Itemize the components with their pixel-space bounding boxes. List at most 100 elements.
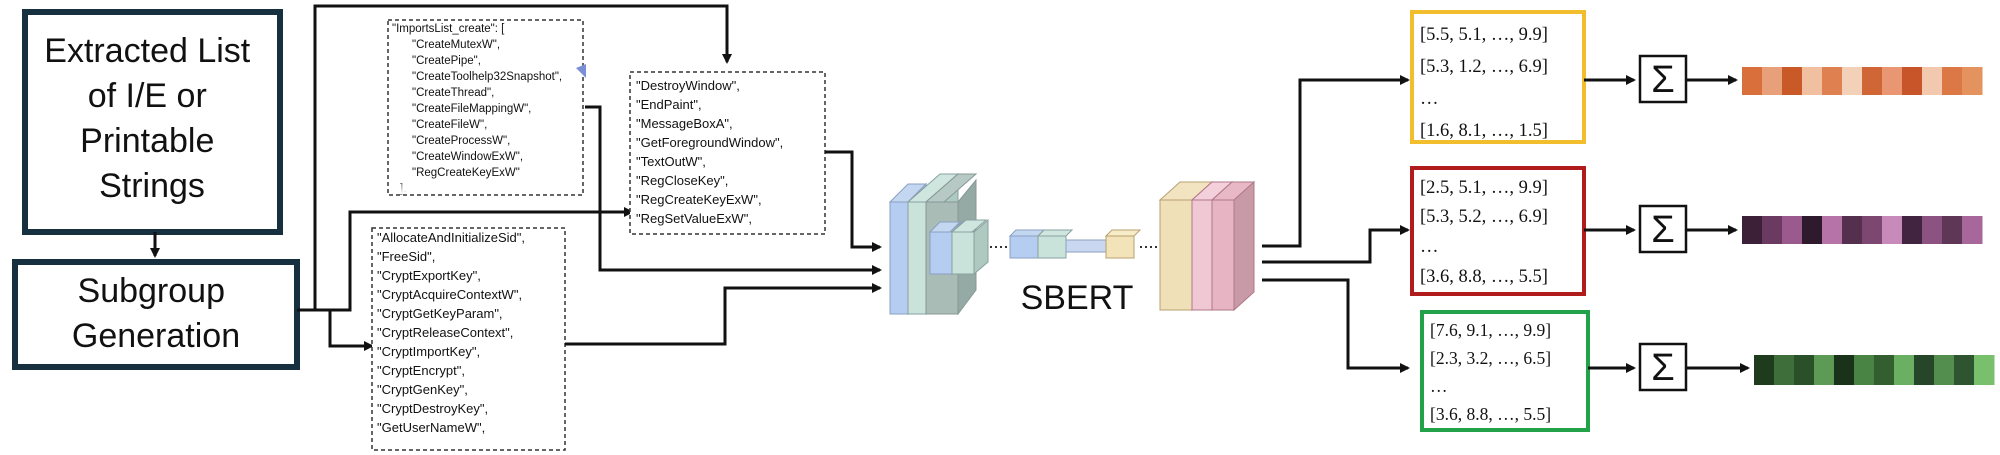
vector-cell [1902, 216, 1923, 244]
vector-cell [1942, 216, 1963, 244]
embedding-yellow-line-2: [5.3, 1.2, …, 6.9] [1420, 57, 1548, 77]
embedding-red-line-4: [3.6, 8.8, …, 5.5] [1420, 267, 1548, 287]
bottom-list-line-9: "CryptGenKey", [377, 382, 468, 397]
vector-cell [1842, 67, 1863, 95]
vector-cell [1854, 355, 1875, 385]
top-list-line-3: "CreatePipe", [412, 55, 481, 67]
embedding-box-red: [2.5, 5.1, …, 9.9] [5.3, 5.2, …, 6.9] … … [1410, 166, 1586, 296]
sum-box-yellow: Σ [1638, 54, 1688, 104]
bottom-list-connector [565, 283, 882, 346]
vector-cell [1882, 216, 1903, 244]
top-list-line-6: "CreateFileMappingW", [412, 103, 531, 115]
svg-text:Subgroup Generation: Subgroup Generation [72, 272, 240, 355]
bottom-list-line-1: "AllocateAndInitializeSid", [377, 230, 525, 245]
subgroup-line-2: Generation [72, 317, 240, 355]
svg-text:[5.5, 5.1, …, 9.9] [5.3,: [5.5, 5.1, …, 9.9] [5.3, 1.2, …, 6.9] … … [1420, 25, 1553, 141]
scroll-indicator-icon [576, 64, 586, 78]
embedding-yellow-line-4: [1.6, 8.1, …, 1.5] [1420, 121, 1548, 141]
output-vector-purple [1742, 216, 1983, 244]
mid-list-line-6: "RegCloseKey", [636, 173, 728, 188]
svg-text:[2.5, 5.1, …, 9.9] [5.3,: [2.5, 5.1, …, 9.9] [5.3, 5.2, …, 6.9] … … [1420, 178, 1553, 287]
top-list-line-9: "CreateWindowExW", [412, 151, 523, 163]
bottom-list-line-8: "CryptEncrypt", [377, 363, 465, 378]
embedding-green-line-1: [7.6, 9.1, …, 9.9] [1430, 320, 1551, 340]
sigma-icon: Σ [1651, 59, 1675, 101]
embedding-yellow-line-1: [5.5, 5.1, …, 9.9] [1420, 25, 1548, 45]
embedding-green-line-4: [3.6, 8.8, …, 5.5] [1430, 404, 1551, 424]
svg-text:"AllocateAndInitializeSid",: "AllocateAndInitializeSid", "FreeSid", "… [377, 230, 529, 435]
embedding-box-yellow: [5.5, 5.1, …, 9.9] [5.3, 1.2, …, 6.9] … … [1410, 10, 1586, 144]
subgroup-connectors [297, 4, 732, 351]
embedding-red-line-2: [5.3, 5.2, …, 6.9] [1420, 207, 1548, 227]
extracted-list-box: Extracted List of I/E or Printable Strin… [22, 9, 283, 235]
vector-cell [1742, 216, 1763, 244]
imports-list-mid: "DestroyWindow", "EndPaint", "MessageBox… [629, 71, 826, 235]
top-list-line-2: "CreateMutexW", [412, 39, 500, 51]
vector-cell [1902, 67, 1923, 95]
embedding-to-sum-arrows [1584, 75, 1636, 373]
embedding-green-line-3: … [1430, 376, 1448, 396]
output-vector-green [1754, 355, 1995, 385]
vector-cell [1834, 355, 1855, 385]
vector-cell [1914, 355, 1935, 385]
sbert-encoder [888, 172, 1256, 316]
embedding-red-line-1: [2.5, 5.1, …, 9.9] [1420, 178, 1548, 198]
vector-cell [1794, 355, 1815, 385]
top-list-line-5: "CreateThread", [412, 87, 494, 99]
sigma-icon: Σ [1651, 209, 1675, 251]
top-list-connector [585, 105, 882, 275]
imports-list-top: "ImportsList_create": [ "CreateMutexW", … [387, 19, 586, 196]
vector-cell [1894, 355, 1915, 385]
sum-to-vector-arrows [1686, 75, 1750, 373]
subgroup-line-1: Subgroup [78, 272, 225, 310]
svg-text:"ImportsList_create": [: "ImportsList_create": [ "CreateMutexW", … [392, 23, 565, 195]
mid-list-line-5: "TextOutW", [636, 154, 706, 169]
vector-cell [1942, 67, 1963, 95]
extracted-line-1: Extracted List [44, 32, 251, 70]
sbert-label: SBERT [1021, 279, 1134, 317]
vector-cell [1954, 355, 1975, 385]
bottom-list-line-11: "GetUserNameW", [377, 420, 485, 435]
bottom-list-line-6: "CryptReleaseContext", [377, 325, 513, 340]
imports-list-bottom: "AllocateAndInitializeSid", "FreeSid", "… [371, 227, 566, 451]
top-list-line-1: "ImportsList_create": [ [392, 23, 505, 35]
sigma-icon: Σ [1651, 347, 1675, 389]
bottom-list-line-3: "CryptExportKey", [377, 268, 481, 283]
embedding-box-green: [7.6, 9.1, …, 9.9] [2.3, 3.2, …, 6.5] … … [1420, 310, 1590, 432]
mid-list-connector [825, 150, 882, 252]
vector-cell [1822, 67, 1843, 95]
vector-cell [1862, 216, 1883, 244]
bottom-list-line-5: "CryptGetKeyParam", [377, 306, 503, 321]
vector-cell [1962, 67, 1983, 95]
vector-cell [1782, 67, 1803, 95]
mid-list-line-8: "RegSetValueExW", [636, 211, 752, 226]
vector-cell [1762, 216, 1783, 244]
subgroup-generation-box: Subgroup Generation [12, 259, 300, 370]
vector-cell [1882, 67, 1903, 95]
bottom-list-line-2: "FreeSid", [377, 249, 435, 264]
vector-cell [1822, 216, 1843, 244]
output-vector-orange [1742, 67, 1983, 95]
top-list-line-10: "RegCreateKeyExW" [412, 167, 520, 179]
sum-box-red: Σ [1638, 204, 1688, 254]
bottom-list-line-10: "CryptDestroyKey", [377, 401, 488, 416]
vector-cell [1754, 355, 1775, 385]
vector-cell [1842, 216, 1863, 244]
vector-cell [1934, 355, 1955, 385]
sum-box-green: Σ [1638, 342, 1688, 392]
vector-cell [1962, 216, 1983, 244]
mid-list-line-7: "RegCreateKeyExW", [636, 192, 762, 207]
vector-cell [1922, 216, 1943, 244]
vector-cell [1802, 67, 1823, 95]
vector-cell [1782, 216, 1803, 244]
embedding-yellow-line-3: … [1420, 89, 1439, 109]
svg-text:Extracted List of I/E or: Extracted List of I/E or Printable Strin… [44, 32, 259, 205]
top-list-line-8: "CreateProcessW", [412, 135, 510, 147]
mid-list-line-2: "EndPaint", [636, 97, 702, 112]
vector-cell [1742, 67, 1763, 95]
vector-cell [1974, 355, 1995, 385]
vector-cell [1922, 67, 1943, 95]
embedding-green-line-2: [2.3, 3.2, …, 6.5] [1430, 348, 1551, 368]
svg-text:[7.6, 9.1, …, 9.9] [2.3,: [7.6, 9.1, …, 9.9] [2.3, 3.2, …, 6.5] … … [1430, 320, 1555, 424]
